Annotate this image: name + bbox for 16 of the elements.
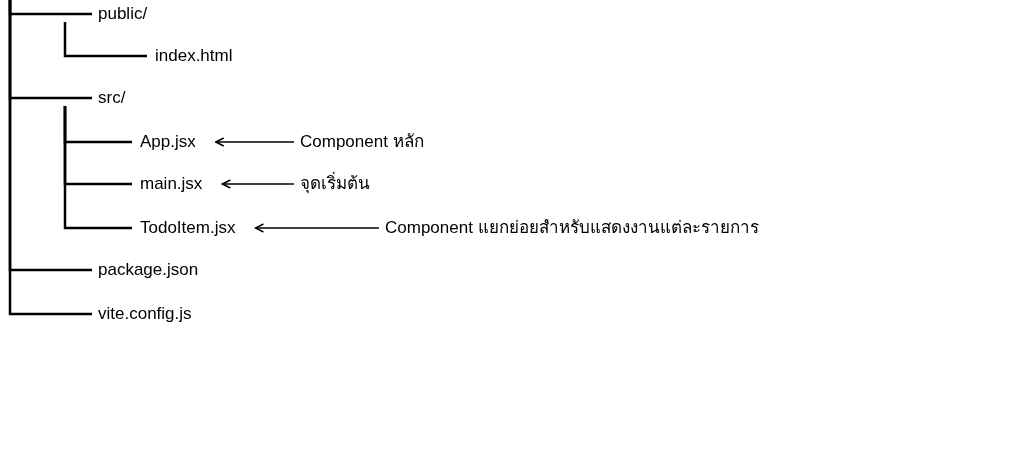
folder-name: src/ bbox=[60, 87, 126, 109]
file-name: index.html bbox=[155, 45, 233, 67]
arrow bbox=[254, 223, 380, 233]
file-name: TodoItem.jsx bbox=[140, 217, 236, 239]
arrow bbox=[215, 137, 295, 147]
annotation-text: Component แยกย่อยสำหรับแสดงงานแต่ละรายการ bbox=[385, 217, 759, 239]
folder-name: public/ bbox=[60, 3, 148, 25]
file-name: App.jsx bbox=[140, 131, 196, 153]
tree-line bbox=[63, 22, 147, 58]
annotation-text: จุดเริ่มต้น bbox=[300, 173, 370, 195]
tree-line bbox=[63, 106, 132, 230]
arrow bbox=[221, 179, 295, 189]
file-name: package.json bbox=[98, 259, 199, 281]
file-name: vite.config.js bbox=[98, 303, 192, 325]
annotation-text: Component หลัก bbox=[300, 131, 424, 153]
file-name: main.jsx bbox=[140, 173, 203, 195]
